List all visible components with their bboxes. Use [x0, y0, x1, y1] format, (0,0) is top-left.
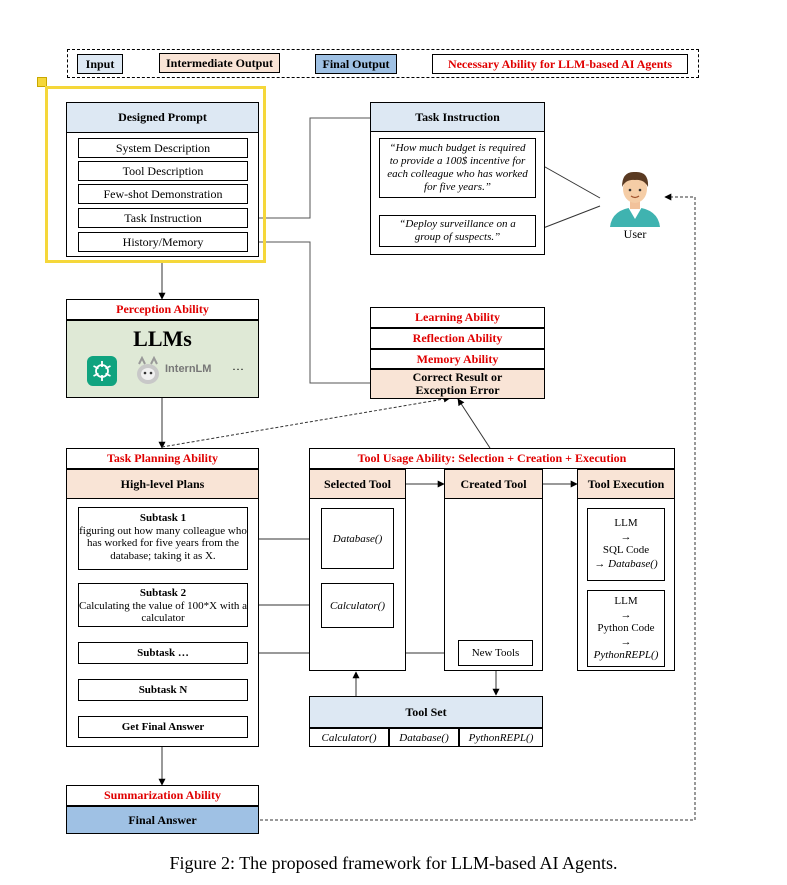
- created-tool-header: Created Tool: [444, 469, 543, 499]
- legend-ability: Necessary Ability for LLM-based AI Agent…: [432, 54, 688, 74]
- subtask-more: Subtask …: [78, 642, 248, 664]
- exec-py-line-2: →: [620, 608, 632, 621]
- high-level-plans: High-level Plans: [66, 469, 259, 499]
- summarization-title: Summarization Ability: [66, 785, 259, 806]
- exec-sql-line-2: →: [620, 530, 632, 543]
- planning-title: Task Planning Ability: [66, 448, 259, 469]
- prompt-item-tool: Tool Description: [78, 161, 248, 181]
- internlm-logo-text: InternLM: [165, 363, 212, 375]
- subtask-1-title: Subtask 1: [139, 512, 187, 524]
- prompt-item-task: Task Instruction: [78, 208, 248, 228]
- exec-sql-line-4: → Database(): [594, 557, 658, 570]
- highlight-frame: [45, 86, 266, 263]
- execution-sql: LLM → SQL Code → Database(): [587, 508, 665, 581]
- task-question-2: “Deploy surveillance on a group of suspe…: [379, 215, 536, 247]
- task-instruction-title: Task Instruction: [370, 102, 545, 132]
- selected-tool-header: Selected Tool: [309, 469, 406, 499]
- arrow-user-to-q1: [537, 162, 601, 199]
- legend-intermediate: Intermediate Output: [159, 53, 280, 73]
- arrow-instruction-to-prompt: [249, 117, 370, 222]
- toolset-pythonrepl: PythonREPL(): [459, 728, 543, 747]
- selected-tool-column: [309, 469, 406, 671]
- exec-py-line-5: PythonREPL(): [593, 649, 659, 661]
- llms-label: LLMs: [133, 326, 192, 351]
- toolset-title: Tool Set: [309, 696, 543, 728]
- figure-caption: Figure 2: The proposed framework for LLM…: [169, 852, 618, 873]
- llama-logo-icon: [137, 356, 159, 384]
- subtask-n: Subtask N: [78, 679, 248, 701]
- arrow-user-to-q2: [537, 205, 601, 231]
- subtask-1: Subtask 1 figuring out how many colleagu…: [78, 507, 248, 570]
- toolset-calculator: Calculator(): [309, 728, 389, 747]
- legend-input: Input: [77, 54, 123, 74]
- execution-header: Tool Execution: [577, 469, 675, 499]
- exec-sql-line-1: LLM: [614, 517, 638, 529]
- dashed-final-to-user: [260, 193, 696, 821]
- user-avatar-icon: [610, 171, 660, 227]
- toolset-database: Database(): [389, 728, 459, 747]
- prompt-item-history: History/Memory: [78, 232, 248, 252]
- subtask-2: Subtask 2 Calculating the value of 100*X…: [78, 583, 248, 627]
- tool-usage-title: Tool Usage Ability: Selection + Creation…: [309, 448, 675, 469]
- exec-py-line-3: Python Code: [597, 622, 655, 634]
- prompt-item-fewshot: Few-shot Demonstration: [78, 184, 248, 204]
- legend: [67, 49, 699, 78]
- note-marker-icon: [37, 77, 47, 87]
- arrow-tool-to-result: [457, 398, 491, 449]
- arrow-memory-to-history: [249, 238, 370, 384]
- designed-prompt-title: Designed Prompt: [66, 102, 259, 133]
- final-answer: Final Answer: [66, 806, 259, 834]
- reflection-ability: Reflection Ability: [370, 328, 545, 349]
- subtask-2-title: Subtask 2: [139, 587, 187, 599]
- result-box: Correct Result or Exception Error: [370, 369, 545, 399]
- calculator-tool: Calculator(): [321, 583, 394, 628]
- exec-sql-line-3: SQL Code: [602, 544, 650, 556]
- exec-py-line-4: →: [620, 635, 632, 648]
- new-tools: New Tools: [458, 640, 533, 666]
- task-question-1: “How much budget is required to provide …: [379, 138, 536, 198]
- execution-python: LLM → Python Code → PythonREPL(): [587, 590, 665, 667]
- subtask-2-body: Calculating the value of 100*X with a ca…: [79, 599, 248, 625]
- legend-final: Final Output: [315, 54, 397, 74]
- dashed-result-to-planning: [161, 395, 451, 448]
- get-final-answer: Get Final Answer: [78, 716, 248, 738]
- user-label: User: [623, 226, 647, 241]
- memory-ability: Memory Ability: [370, 349, 545, 369]
- subtask-1-body: figuring out how many colleague who has …: [79, 524, 247, 562]
- more-llms-ellipsis: ···: [232, 362, 244, 376]
- exec-py-line-1: LLM: [614, 595, 638, 607]
- database-tool: Database(): [321, 508, 394, 569]
- learning-ability: Learning Ability: [370, 307, 545, 328]
- prompt-item-system: System Description: [78, 138, 248, 158]
- created-tool-column: [444, 469, 543, 671]
- perception-title: Perception Ability: [66, 299, 259, 320]
- openai-logo-icon: [87, 356, 117, 386]
